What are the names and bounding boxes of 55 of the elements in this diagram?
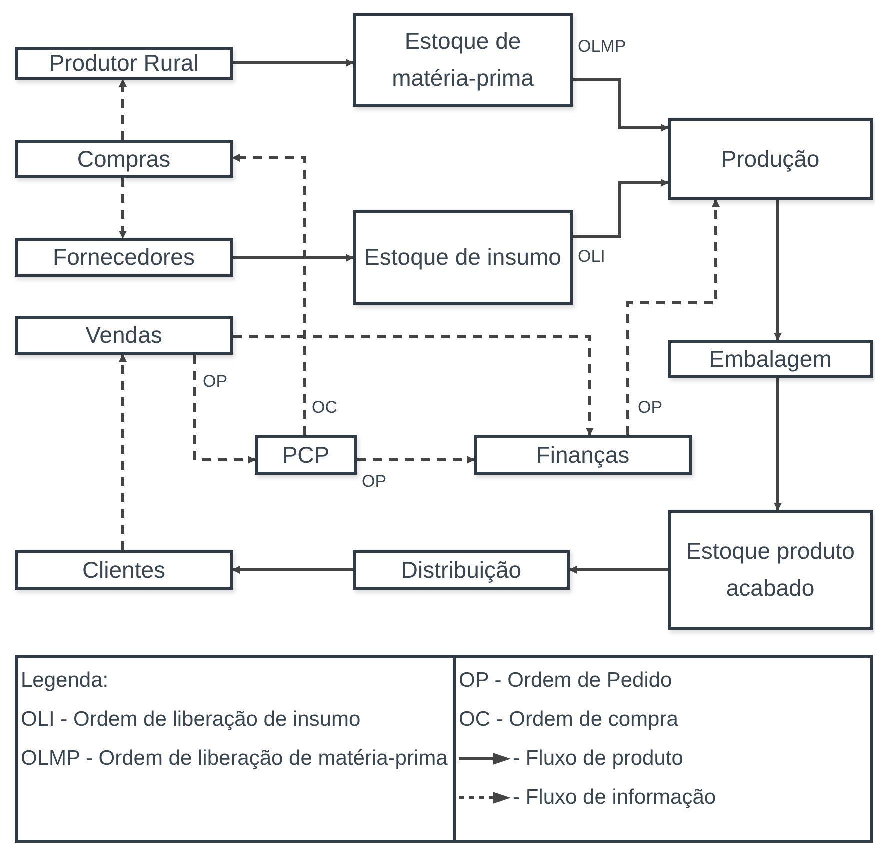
node-label: Estoque de insumo (364, 243, 562, 272)
legend-text: OP - Ordem de Pedido (459, 668, 674, 694)
arrow (774, 378, 782, 511)
node-label: Fornecedores (52, 243, 196, 272)
node-label: PCP (281, 440, 331, 470)
legend-text: OLMP - Ordem de liberação de matéria-prima (21, 746, 449, 772)
process-box (353, 550, 570, 590)
arrow (573, 78, 669, 132)
arrow (233, 59, 354, 67)
dashed-arrow (626, 199, 720, 435)
arrow (569, 566, 668, 574)
dashed-arrow (119, 178, 127, 239)
arrow (573, 179, 669, 238)
node-label: Estoque de matéria-prima (391, 27, 535, 93)
process-box (474, 435, 692, 475)
process-box (255, 435, 357, 475)
process-box (15, 140, 233, 178)
edge-label: OP (637, 399, 664, 416)
edge-label: OP (361, 473, 388, 490)
process-box (353, 210, 573, 305)
dashed-arrow (232, 154, 306, 435)
arrow (232, 566, 353, 574)
process-box (668, 118, 873, 200)
process-box (668, 340, 873, 378)
node-label: Compras (76, 144, 172, 174)
edge-label: OLI (577, 248, 606, 265)
dashed-arrow (233, 336, 594, 436)
dashed-arrow (194, 355, 256, 464)
process-box (668, 510, 873, 630)
dashed-arrow (119, 354, 127, 550)
edge-label: OC (311, 399, 338, 416)
legend-text: OC - Ordem de compra (459, 707, 680, 733)
node-label: Produção (720, 144, 821, 174)
arrow (233, 254, 354, 262)
dashed-arrow (119, 79, 127, 140)
legend-text: - Fluxo de informação (513, 785, 716, 811)
edge-label: OP (202, 373, 229, 390)
node-label: Embalagem (708, 344, 833, 374)
node-label: Clientes (81, 556, 167, 584)
edge-label: OLMP (577, 38, 628, 55)
node-label: Finanças (535, 440, 631, 470)
legend-text: - Fluxo de produto (513, 746, 684, 772)
process-box (15, 238, 233, 277)
legend-text: Legenda: (21, 668, 110, 694)
node-label: Estoque produto acabado (685, 537, 856, 603)
process-box (15, 550, 233, 590)
dashed-arrow (357, 456, 475, 464)
process-box (353, 13, 573, 107)
node-label: Produtor Rural (48, 49, 200, 78)
node-label: Vendas (84, 321, 164, 350)
legend-text: OLI - Ordem de liberação de insumo (21, 707, 362, 733)
process-box (15, 316, 233, 355)
arrow (774, 200, 782, 341)
node-label: Distribuição (400, 556, 523, 585)
process-box (15, 47, 233, 80)
